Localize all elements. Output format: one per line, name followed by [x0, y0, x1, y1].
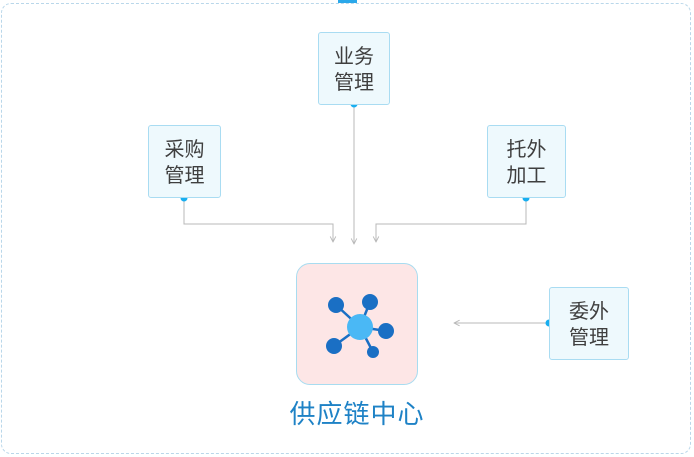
hub-label: 供应链中心 — [289, 400, 425, 430]
top-accent-bar — [338, 0, 357, 3]
node-business-management[interactable]: 业务 管理 — [318, 32, 390, 105]
node-subcontract-management-line2: 管理 — [569, 324, 609, 349]
node-subcontract-management[interactable]: 委外 管理 — [549, 287, 629, 360]
node-outsourced-processing[interactable]: 托外 加工 — [487, 125, 566, 198]
network-hub-icon — [326, 294, 394, 358]
node-business-management-line1: 业务 — [334, 43, 374, 68]
node-business-management-line2: 管理 — [334, 69, 374, 94]
supply-chain-hub[interactable] — [296, 263, 418, 385]
node-outsourced-processing-line2: 加工 — [506, 162, 547, 187]
node-purchase-management-line1: 采购 — [164, 136, 205, 161]
node-subcontract-management-line1: 委外 — [569, 298, 609, 323]
node-purchase-management[interactable]: 采购 管理 — [148, 125, 221, 198]
node-outsourced-processing-line1: 托外 — [506, 136, 547, 161]
diagram-frame — [1, 3, 691, 454]
node-purchase-management-line2: 管理 — [164, 162, 205, 187]
